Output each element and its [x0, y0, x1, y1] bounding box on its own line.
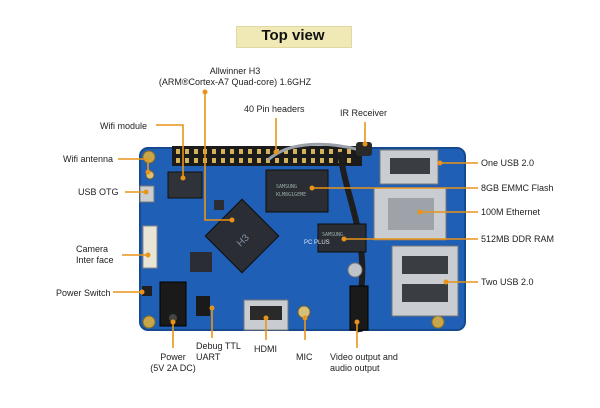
label-one-usb: One USB 2.0 [481, 158, 535, 168]
diagram-title: Top view [261, 27, 325, 44]
board-name-mark: PC PLUS [304, 240, 330, 246]
label-debug-line2: UART [196, 352, 221, 362]
component [347, 262, 363, 278]
label-mic: MIC [296, 352, 313, 362]
label-ethernet: 100M Ethernet [481, 207, 541, 217]
label-wifi-antenna: Wifi antenna [63, 154, 114, 164]
label-hdmi: HDMI [254, 344, 277, 354]
label-power-switch: Power Switch [56, 288, 111, 298]
label-wifi-module: Wifi module [100, 121, 148, 131]
svg-text:SAMSUNG: SAMSUNG [322, 232, 343, 238]
label-ddr: 512MB DDR RAM [481, 234, 555, 244]
component [214, 200, 224, 210]
pmic-chip [190, 252, 212, 272]
camera-connector [142, 225, 158, 269]
label-ir-receiver: IR Receiver [340, 108, 388, 118]
leader-dots [139, 89, 449, 325]
label-debug-line1: Debug TTL [196, 341, 241, 351]
emmc-chip [265, 169, 329, 213]
power-switch [142, 286, 152, 296]
label-video-line2: audio output [330, 363, 380, 373]
label-debug: Debug TTL UART [196, 341, 241, 363]
label-camera-line2: Inter face [76, 255, 114, 265]
label-camera-line1: Camera [76, 244, 109, 254]
leader-lines [113, 92, 478, 348]
label-power: Power (5V 2A DC) [140, 352, 206, 374]
av-jack [349, 285, 369, 331]
label-emmc: 8GB EMMC Flash [481, 183, 554, 193]
label-video-line1: Video output and [330, 352, 398, 362]
label-camera: Camera Inter face [76, 244, 114, 266]
mounting-hole-icon [142, 150, 156, 164]
label-power-line1: Power [160, 352, 186, 362]
label-soc-line1: Allwinner H3 [209, 66, 261, 76]
label-power-line2: (5V 2A DC) [150, 363, 196, 373]
svg-text:KLM8G1GEME: KLM8G1GEME [276, 192, 306, 198]
label-video: Video output and audio output [330, 352, 398, 374]
mounting-hole-icon [142, 315, 156, 329]
title-background [236, 26, 352, 48]
mounting-hole-icon [431, 315, 445, 329]
wifi-module [167, 171, 203, 199]
soc-chip [204, 198, 280, 274]
uart-pins [196, 296, 210, 316]
ir-receiver [356, 142, 372, 156]
label-soc: Allwinner H3 (ARM®Cortex-A7 Quad-core) 1… [150, 66, 320, 88]
label-pin-headers: 40 Pin headers [244, 104, 305, 114]
label-usb-otg: USB OTG [78, 187, 119, 197]
label-two-usb: Two USB 2.0 [481, 277, 534, 287]
pin-header [172, 146, 362, 166]
svg-text:SAMSUNG: SAMSUNG [276, 184, 297, 190]
label-soc-line2: (ARM®Cortex-A7 Quad-core) 1.6GHZ [158, 77, 312, 87]
